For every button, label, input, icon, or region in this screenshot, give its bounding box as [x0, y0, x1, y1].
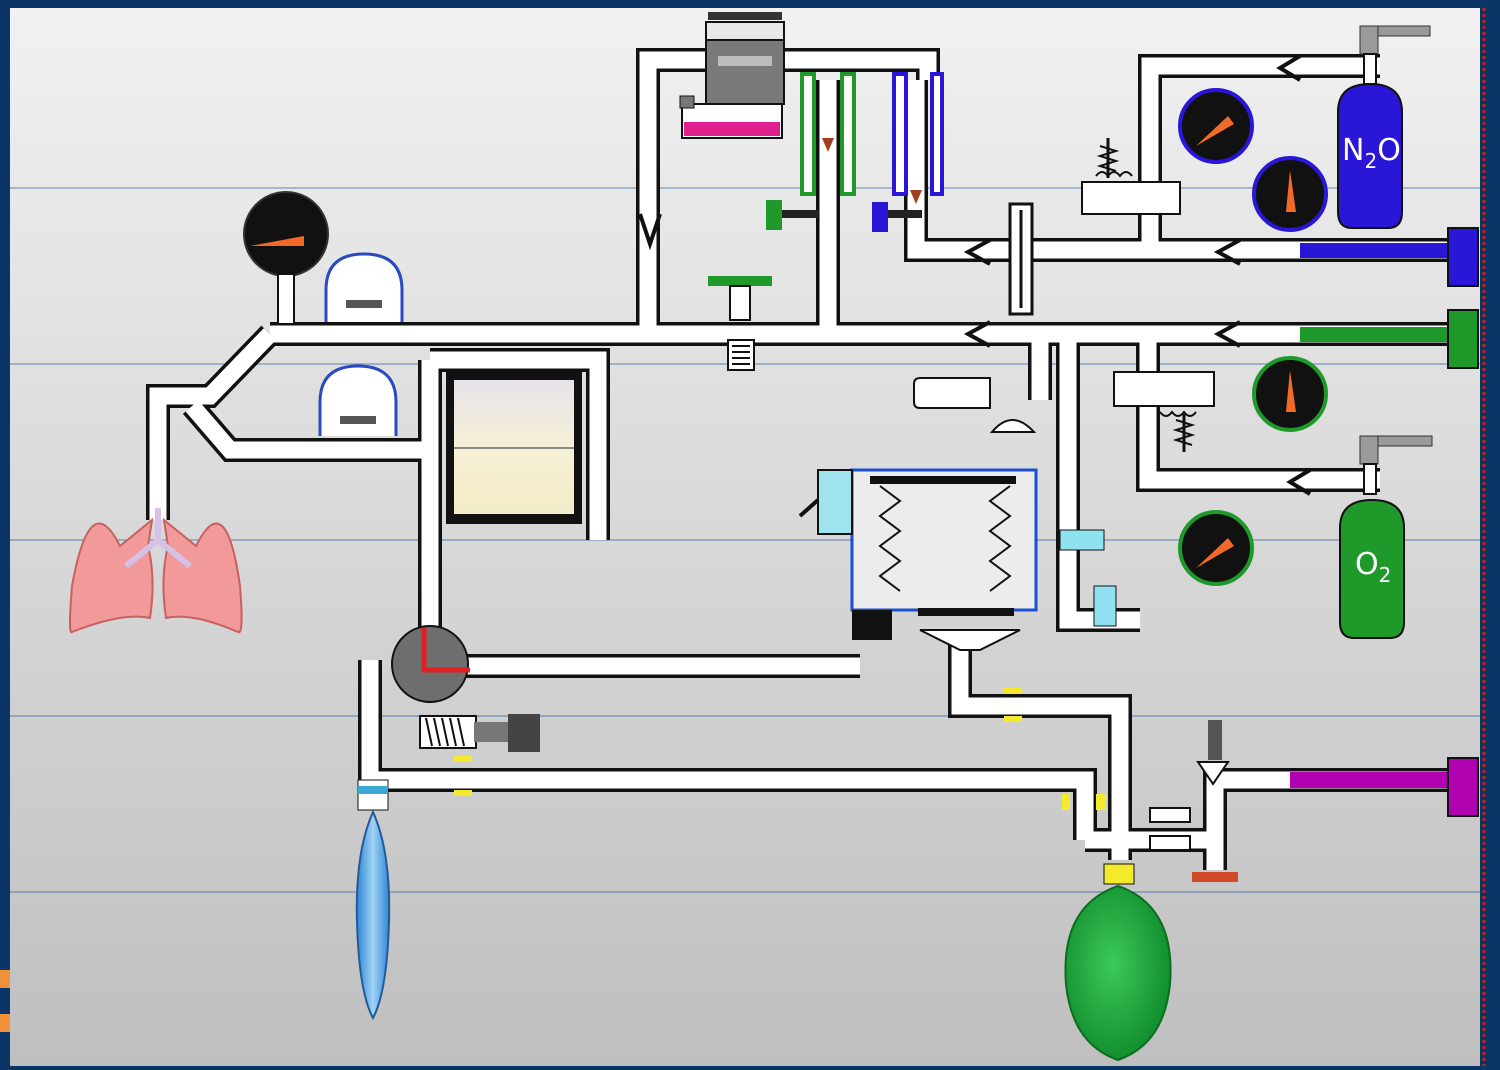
breathing-bag: [1064, 863, 1172, 1062]
co2-absorber: [446, 372, 582, 524]
pressure-gauge-icon: [1252, 356, 1328, 432]
air-supply-line: [1290, 772, 1450, 788]
flowmeter-icon: [892, 72, 908, 196]
pressure-gauge-icon: [1178, 510, 1254, 586]
pressure-gauge-icon: [1178, 88, 1254, 164]
pressure-gauge-icon: [243, 191, 329, 325]
bag-vent-selector: [391, 625, 470, 703]
gauges: [243, 88, 1328, 586]
flowmeter-icon: [800, 72, 816, 196]
apl-valve: [419, 714, 540, 752]
supply-lines: [1290, 227, 1479, 817]
pressure-relief-valve: [1093, 585, 1117, 627]
reservoir-bag-icon: [355, 809, 391, 1021]
air-inlet-fitting: [1447, 757, 1479, 817]
pressure-relief-valve: [1059, 529, 1105, 551]
check-valve-icon: [963, 238, 991, 266]
flow-sensor: [913, 377, 1037, 433]
n2o-supply-line: [1300, 243, 1450, 258]
scavenger-bag: [355, 779, 391, 1021]
check-valve-icon: [1213, 238, 1241, 266]
leak-markers: [454, 688, 1106, 810]
reservoir-bag-icon: [1064, 884, 1172, 1062]
check-valve-icon: [963, 320, 991, 348]
o2-supply-line: [1300, 327, 1450, 342]
inspiratory-valve: [324, 252, 404, 322]
ventilator: [798, 468, 1038, 651]
cylinder-yokes: [1359, 25, 1433, 495]
pipes-fill: [149, 51, 1450, 870]
gas-cylinder-icon: [1337, 82, 1403, 229]
left-marker-1: [0, 970, 10, 988]
lungs-icon: [69, 508, 243, 634]
o2-inlet-fitting: [1447, 309, 1479, 369]
auxiliary-valves: [1149, 720, 1238, 882]
bellows-icon: [878, 485, 1012, 592]
o2-regulator: [1113, 371, 1215, 452]
check-valve-icon: [638, 213, 662, 251]
n2o-flow-knob: [872, 202, 888, 232]
check-valve-icon: [1213, 320, 1241, 348]
n2o-inlet-fitting: [1447, 227, 1479, 287]
flowmeter-icon: [930, 72, 944, 196]
svg-text:O2: O2: [1355, 547, 1391, 587]
o2-flow-knob: [766, 200, 782, 230]
oxygen-flush-valve: [708, 276, 772, 371]
check-valve-icon: [1276, 54, 1302, 82]
check-valve-icon: [1286, 468, 1312, 496]
n2o-regulator: [1081, 138, 1181, 215]
vaporizer-agent-level: [684, 122, 780, 136]
n2o-cylinder: N2O: [1337, 82, 1403, 229]
diagram-panel: [10, 8, 1480, 1066]
vaporizer: [679, 12, 785, 139]
flowmeter-icon: [840, 72, 856, 196]
expiratory-valve: [318, 364, 398, 436]
svg-text:N2O: N2O: [1342, 133, 1401, 173]
left-marker-2: [0, 1014, 10, 1032]
flowmeters: [766, 72, 944, 232]
o2-cylinder: O2: [1339, 498, 1405, 639]
pressure-gauge-icon: [1252, 156, 1328, 232]
check-valves: [638, 54, 1312, 496]
gas-cylinder-icon: [1339, 498, 1405, 639]
